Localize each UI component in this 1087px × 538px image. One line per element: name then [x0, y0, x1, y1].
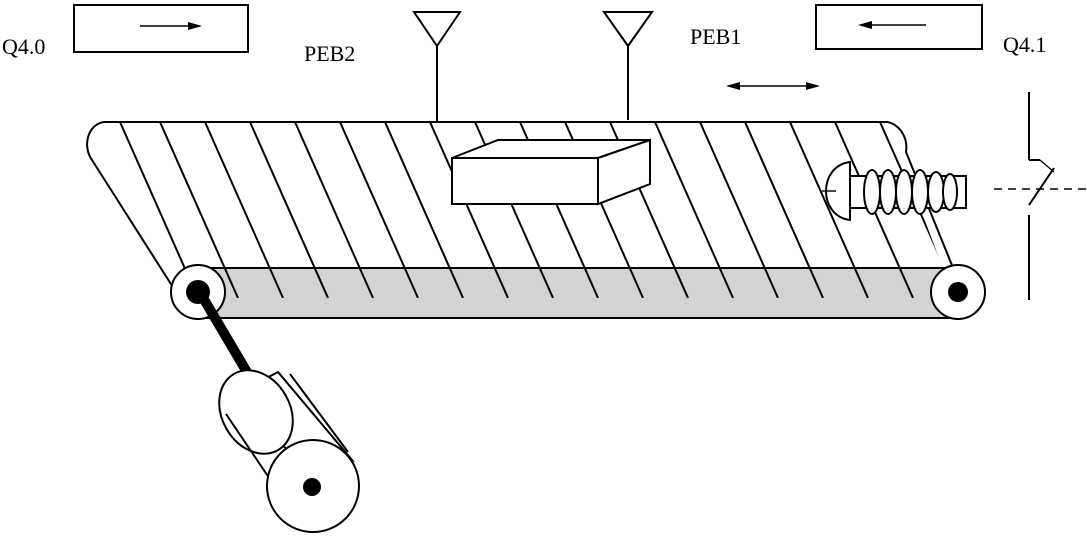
double-arrow-icon [726, 82, 820, 90]
q40-label: Q4.0 [2, 34, 45, 59]
limit-switch-spring [822, 160, 967, 222]
upper-belt-outline [86, 121, 959, 293]
limit-switch-contact [994, 92, 1087, 300]
return-belt [195, 267, 962, 319]
peb1-label: PEB1 [690, 24, 741, 49]
drive-motor [218, 369, 360, 533]
q41-label: Q4.1 [1003, 32, 1046, 57]
peb2-label: PEB2 [304, 41, 355, 66]
left-pulley [170, 264, 226, 320]
right-arrow-icon [188, 22, 202, 30]
sensor-peb2 [412, 11, 462, 122]
q41-indicator [815, 4, 983, 50]
left-arrow-icon [858, 21, 872, 29]
sensor-peb1 [602, 11, 654, 120]
right-pulley [930, 264, 986, 320]
workpiece-box [451, 138, 651, 206]
q40-indicator [73, 4, 249, 53]
